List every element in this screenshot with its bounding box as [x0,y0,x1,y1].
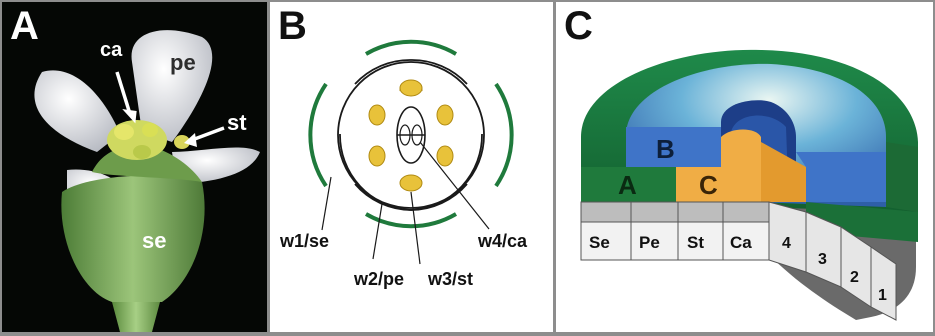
st-arrow [191,126,225,142]
floral-diagram: w1/se w2/pe w3/st w4/ca [279,39,528,289]
label-ca: ca [100,39,123,61]
flower-illustration: ca pe st se [34,30,260,332]
petal-top [131,30,213,142]
zone-a-front [581,167,676,202]
stamens [368,79,454,192]
abc-model-diagram: B A C Se Pe St Ca 4 3 2 1 [580,49,918,321]
label-whorl-4: 4 [782,235,791,252]
panel-letter-a: A [10,4,39,48]
ca-arrow [115,71,132,115]
stem [112,302,160,332]
label-zone-c: C [699,170,718,200]
label-organ-ca: Ca [730,233,752,252]
zone-b-front [626,127,721,167]
sepal-body [61,175,205,302]
label-whorl-1: 1 [878,287,887,304]
panel-letter-c: C [564,4,593,48]
zone-b-right [796,152,886,202]
panel-letter-b: B [278,4,307,48]
label-organ-st: St [687,233,704,252]
label-w3-st: w3/st [427,269,473,289]
label-organ-se: Se [589,233,610,252]
panel-c-abc-model: B A C Se Pe St Ca 4 3 2 1 C [556,2,933,332]
panel-b-floral-diagram: w1/se w2/pe w3/st w4/ca B [270,2,553,332]
sepal-arc-left [308,82,328,188]
petal-left [34,70,120,152]
whorl-steps [768,201,897,321]
label-whorl-3: 3 [818,251,827,268]
label-zone-b: B [656,134,675,164]
leader-lines [321,141,490,265]
sepal-arc-top [364,39,458,56]
sepal-arc-bottom [364,212,458,229]
label-st: st [227,110,247,135]
sepal-arc-right [494,82,514,188]
label-w4-ca: w4/ca [477,231,528,251]
label-whorl-2: 2 [850,269,859,286]
organ-row [580,201,770,261]
inner-circle [337,61,485,209]
label-w1-se: w1/se [279,231,329,251]
label-se: se [142,228,166,253]
label-w2-pe: w2/pe [353,269,404,289]
label-organ-pe: Pe [639,233,660,252]
sepal-arcs [308,39,514,229]
label-pe: pe [170,50,196,75]
zone-c-block [676,129,761,202]
panel-a-flower-photo: ca pe st se A [2,2,267,332]
label-zone-a: A [618,170,637,200]
